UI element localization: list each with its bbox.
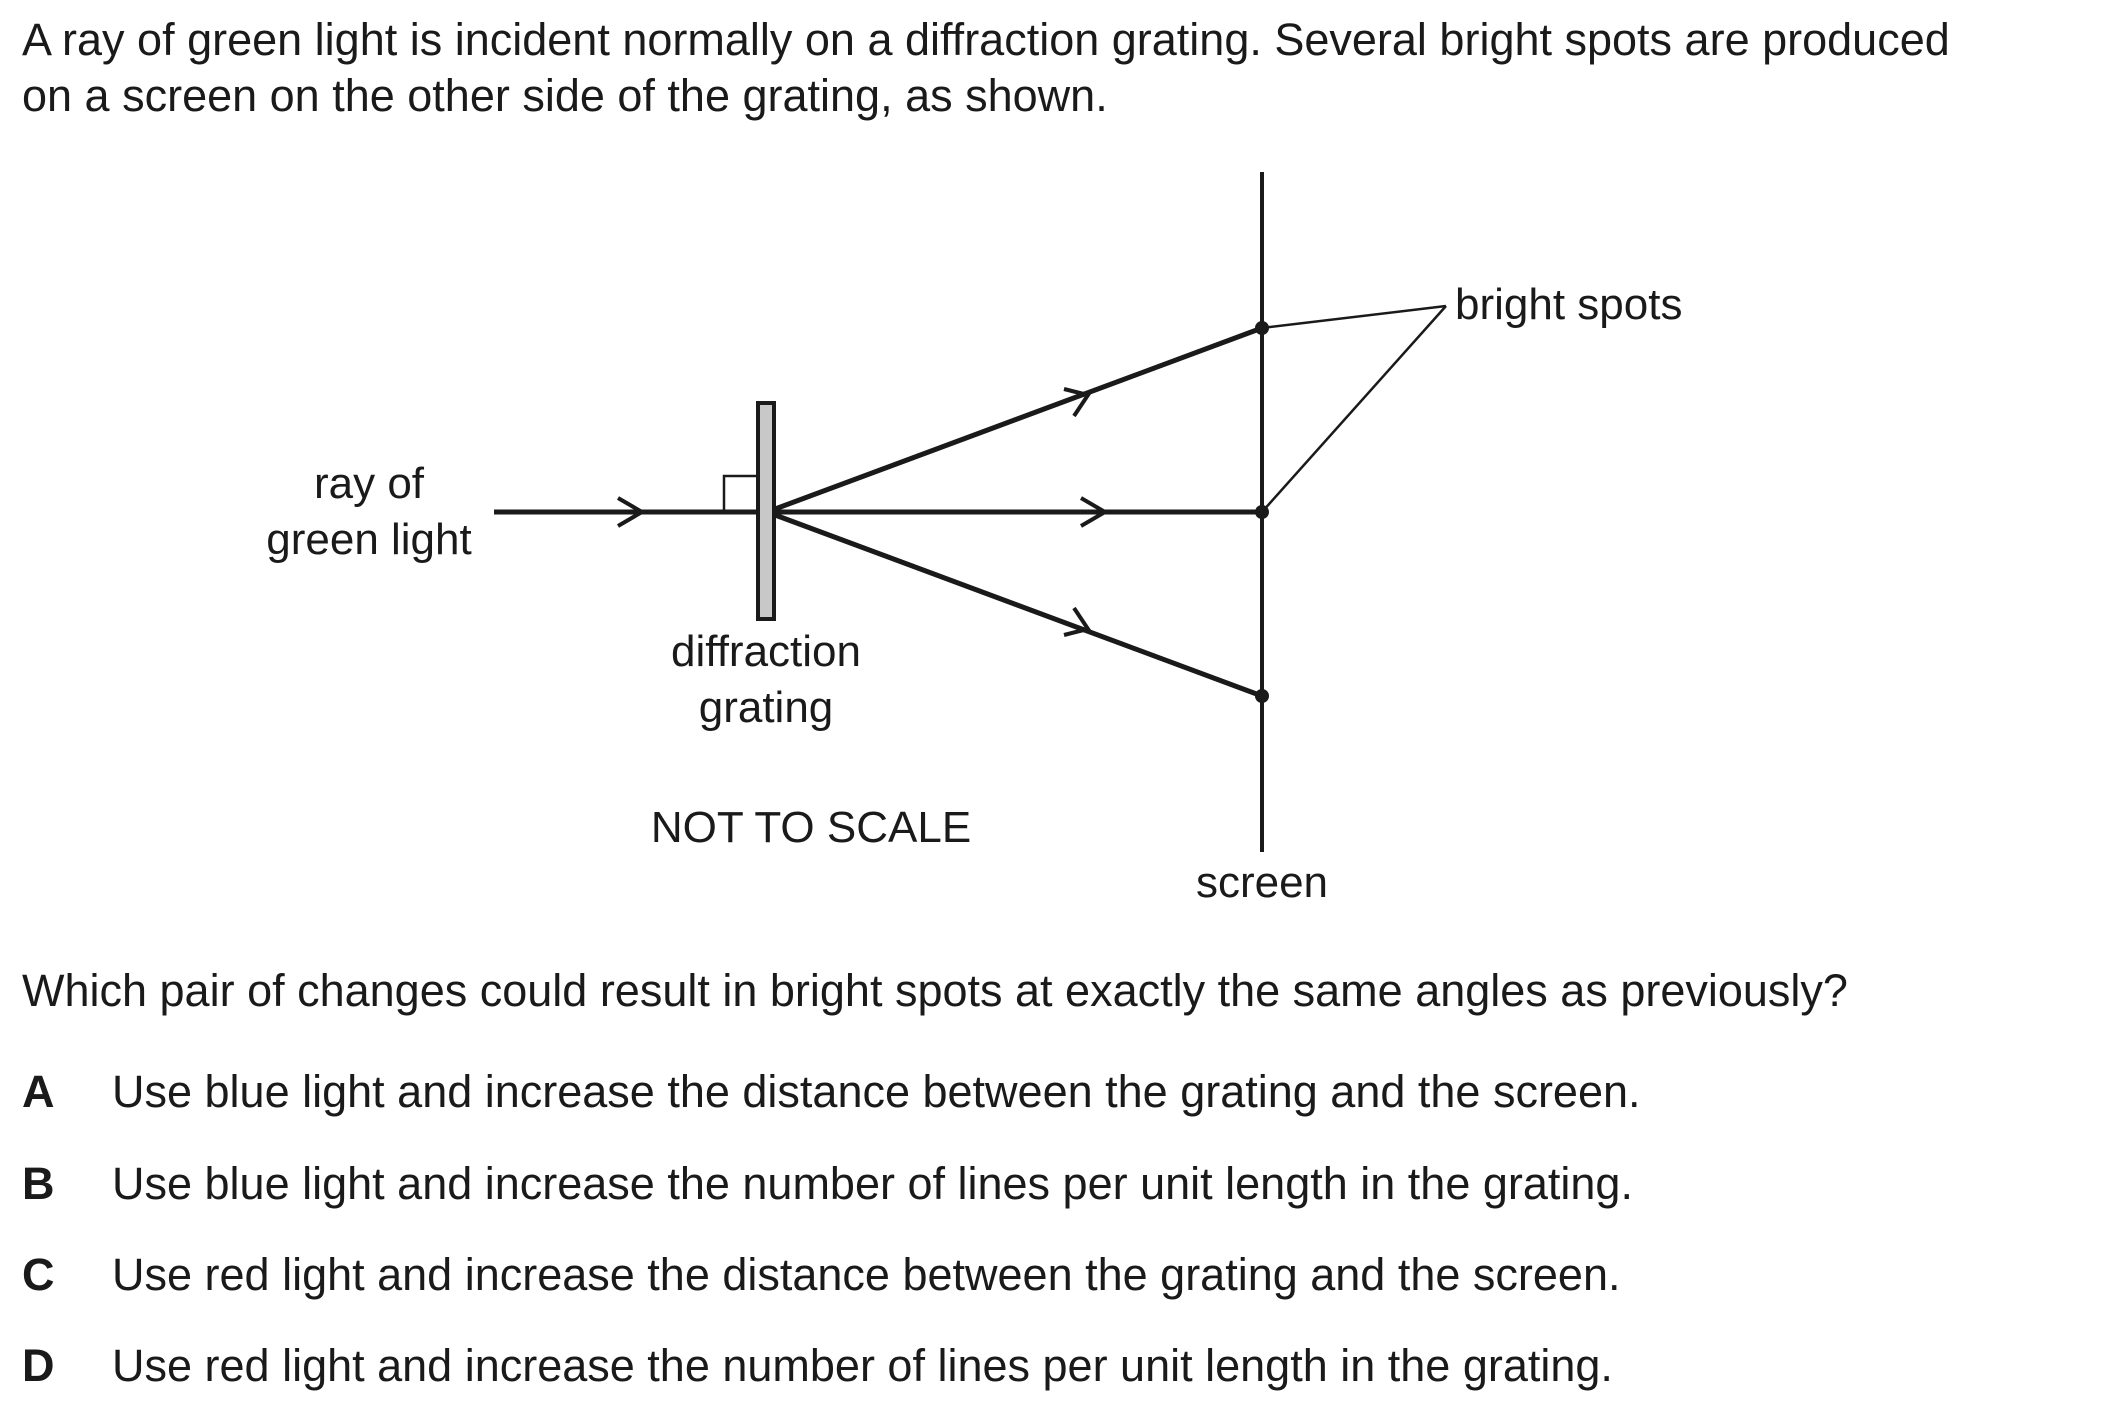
grating-label-line-1: diffraction xyxy=(671,627,861,676)
upper-ray xyxy=(766,325,1263,515)
screen-label: screen xyxy=(1196,858,1328,907)
option-d-text: Use red light and increase the number of… xyxy=(112,1340,1613,1391)
option-a-text: Use blue light and increase the distance… xyxy=(112,1066,1641,1117)
option-b-letter: B xyxy=(22,1158,55,1209)
question-stem: A ray of green light is incident normall… xyxy=(22,12,2072,124)
lower-ray-arrowhead xyxy=(1063,606,1092,637)
ray-label-line-2: green light xyxy=(266,515,471,564)
grating-label-line-2: grating xyxy=(699,683,834,732)
ray-label-line-1: ray of xyxy=(314,459,425,508)
option-d-letter: D xyxy=(22,1340,55,1391)
bright-spot-lower xyxy=(1255,689,1269,703)
question-stem-line-2: on a screen on the other side of the gra… xyxy=(22,70,1108,121)
bright-spots-leader-upper xyxy=(1261,304,1447,330)
question-prompt: Which pair of changes could result in br… xyxy=(22,965,1848,1016)
option-b-text: Use blue light and increase the number o… xyxy=(112,1158,1633,1209)
bright-spots-leader-central xyxy=(1261,305,1447,513)
question-stem-line-1: A ray of green light is incident normall… xyxy=(22,14,1950,65)
right-angle-marker xyxy=(722,474,758,512)
option-a-letter: A xyxy=(22,1066,55,1117)
lower-ray xyxy=(766,509,1263,699)
central-ray-arrowhead xyxy=(1079,496,1109,528)
scale-note: NOT TO SCALE xyxy=(651,803,971,852)
bright-spots-label: bright spots xyxy=(1455,280,1682,329)
upper-ray-arrowhead xyxy=(1063,387,1092,418)
diffraction-grating xyxy=(756,401,776,621)
incident-ray-arrowhead xyxy=(616,496,646,528)
option-c-letter: C xyxy=(22,1249,55,1300)
option-c-text: Use red light and increase the distance … xyxy=(112,1249,1621,1300)
